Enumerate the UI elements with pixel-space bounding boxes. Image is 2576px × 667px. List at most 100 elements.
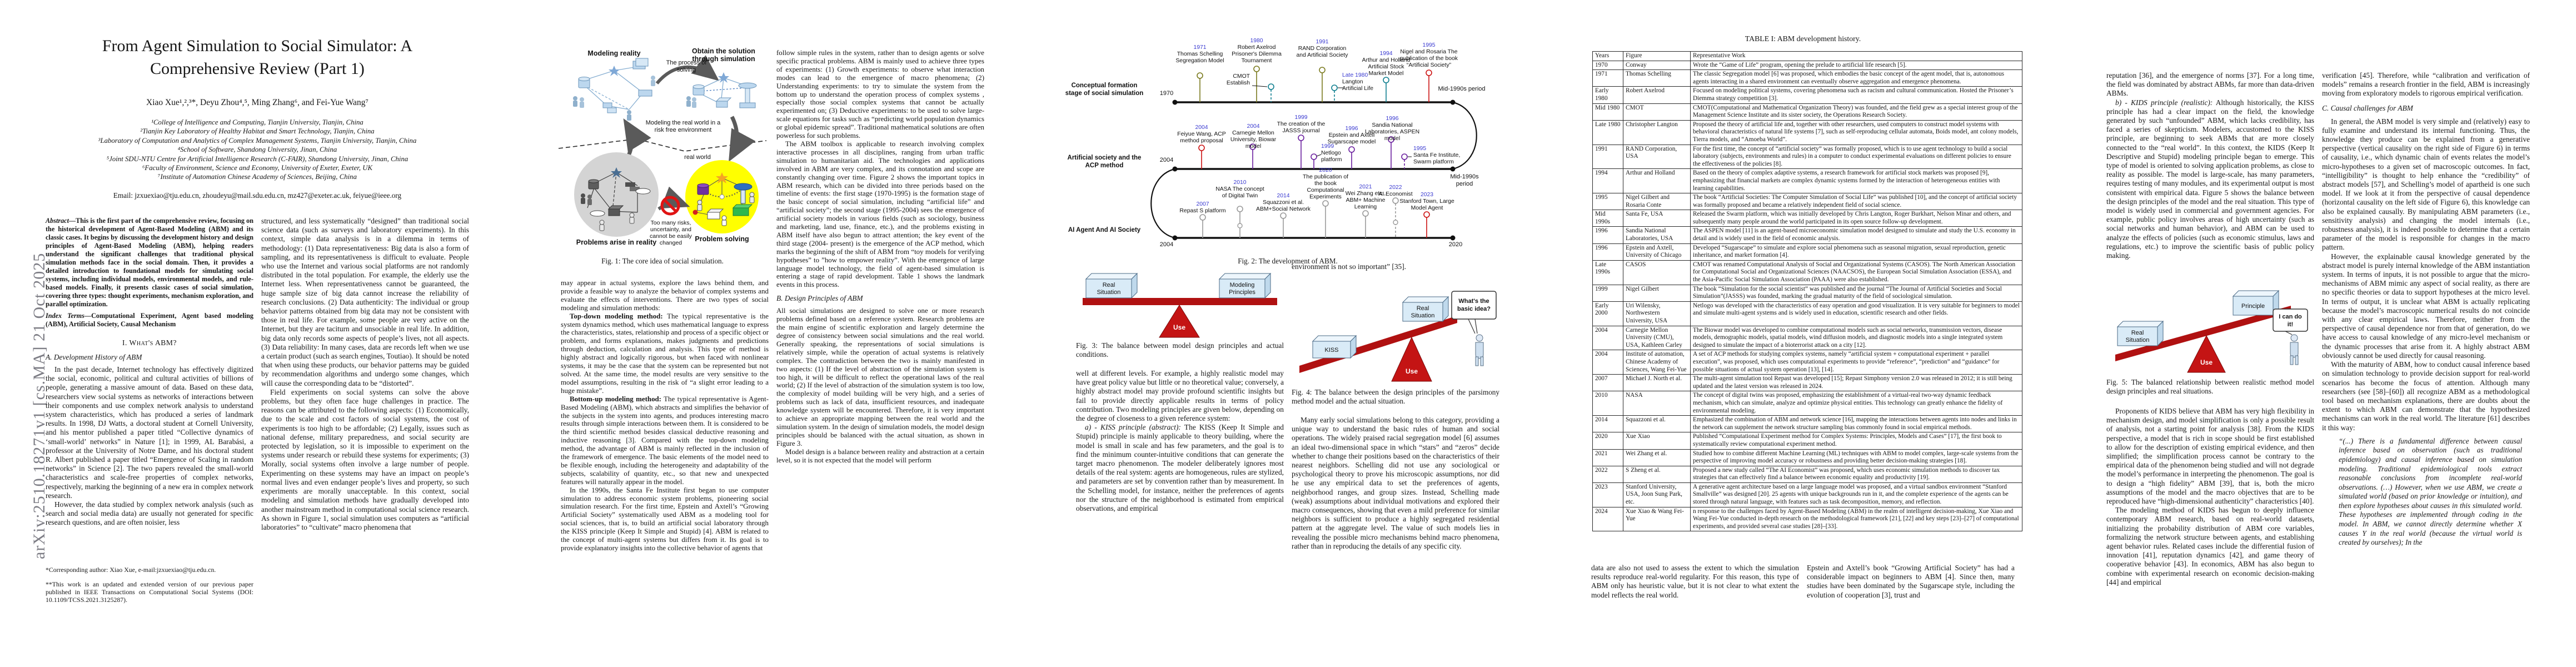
figure-1-drawing: Modeling reality Obtain the solution thr… <box>558 47 767 246</box>
topdown-text: The typical representative is the system… <box>561 312 769 395</box>
svg-text:it!: it! <box>2288 321 2293 328</box>
table-cell: Santa Fe, USA <box>1623 210 1691 227</box>
table-cell: 1994 <box>1592 168 1623 194</box>
table-cell: n response to the challenges faced by Ag… <box>1690 506 2022 532</box>
paragraph: In the past decade, Internet technology … <box>46 365 253 500</box>
real-world-divider <box>558 138 767 152</box>
paragraph: b) - KIDS principle (realistic): Althoug… <box>2106 98 2314 261</box>
table-cell: Thomas Schelling <box>1623 69 1691 87</box>
table-cell: S Zheng et al. <box>1623 465 1691 483</box>
table-cell: 2014 <box>1592 415 1623 433</box>
svg-text:I can do: I can do <box>2279 313 2302 320</box>
timeline-row1-label: Conceptual formation stage of social sim… <box>1065 82 1144 97</box>
index-terms-label: Index Terms— <box>46 312 92 320</box>
paragraph: data are also not used to assess the ext… <box>1591 564 1799 599</box>
person-icon <box>2290 334 2299 365</box>
fig1-label-obtain-2: through simulation <box>692 55 755 63</box>
fig1-label-solving: Problem solving <box>695 235 749 243</box>
balance-beam-tilted <box>2115 306 2291 361</box>
fulcrum-label: Use <box>1173 323 1185 331</box>
figure-3: Real Situation Modeling Principles Use <box>1076 270 1284 338</box>
p4-right-column: Epstein and Axtell’s book “Growing Artif… <box>1807 564 2015 600</box>
table-cell: Emphasized the combination of ABM and ne… <box>1690 415 2022 433</box>
table-cell: Netlogo was developed with the character… <box>1690 301 2022 326</box>
paragraph: With the maturity of ABM, how to conduct… <box>2322 360 2530 432</box>
no-entry-icon <box>660 196 680 216</box>
table-cell: CMOT was renamed Computational Analysis … <box>1690 260 2022 285</box>
index-terms: Index Terms—Computational Experiment, Ag… <box>46 312 253 328</box>
kiss-text: The KISS (Keep It Simple and Stupid) pri… <box>1076 423 1284 513</box>
table-cell: NASA <box>1623 391 1691 416</box>
timeline-row2-end: Mid-1990s period <box>1450 173 1479 187</box>
timeline-row2-stems <box>1198 135 1412 169</box>
box-modeling-principles: Modeling Principles <box>1218 272 1272 299</box>
timeline-row3-stems <box>1199 197 1430 238</box>
figure-5-caption: Fig. 5: The balanced relationship betwee… <box>2106 378 2314 395</box>
table-cell: 2020 <box>1592 432 1623 450</box>
fig1-label-riskfree-1: Modeling the real world in a <box>646 120 721 126</box>
svg-text:What's the: What's the <box>1458 298 1489 305</box>
box-kiss: KISS <box>1312 335 1357 359</box>
table-cell: Robert Axelrod <box>1623 86 1691 104</box>
table-cell: Conway <box>1623 60 1691 71</box>
table-cell: Published “Computational Experiment meth… <box>1690 432 2022 450</box>
affiliation: ³Laboratory of Computation and Analytics… <box>98 136 417 145</box>
fulcrum-label: Use <box>2200 359 2213 366</box>
table-cell: Wei Zhang et al. <box>1623 449 1691 466</box>
p2-left-column: may appear in actual systems, explore th… <box>561 279 769 552</box>
figure-3-caption: Fig. 3: The balance between model design… <box>1076 341 1284 359</box>
timeline-row1-stems <box>1197 66 1432 102</box>
svg-text:Real: Real <box>1417 305 1429 312</box>
table-cell: Proposed a new study called “The AI Econ… <box>1690 465 2022 483</box>
figure-4-caption: Fig. 4: The balance between the design p… <box>1292 388 1499 405</box>
table-cell: CASOS <box>1623 260 1691 285</box>
table-cell: 2007 <box>1592 374 1623 392</box>
table-cell: Epstein and Axtell, University of Chicag… <box>1623 243 1691 261</box>
affiliation: ¹College of Intelligence and Computing, … <box>151 118 363 126</box>
paragraph: All social simulations are designed to s… <box>776 307 984 447</box>
p3-right-column-top: environment is not so important” [35]. <box>1292 262 1499 271</box>
table-1-caption: TABLE I: ABM development history. <box>1745 34 1861 43</box>
svg-text:Real: Real <box>1103 282 1115 288</box>
balance-beam <box>1083 298 1277 305</box>
table-cell: Studied how to combine different Machine… <box>1690 449 2022 466</box>
fig1-label-problems: Problems arise in reality <box>576 238 657 246</box>
section-heading-1: I. What's ABM? <box>122 339 177 347</box>
table-cell: Sandia National Laboratories, USA <box>1623 226 1691 244</box>
balance-beam-tilted <box>1299 316 1457 373</box>
figure-2-caption: Fig. 2: The development of ABM. <box>1238 257 1338 265</box>
figure-2: Conceptual formation stage of social sim… <box>1061 20 1489 252</box>
affiliation: ⁷Institute of Automation Chinese Academy… <box>158 173 357 181</box>
fulcrum-triangle <box>1391 336 1432 382</box>
solving-arrow <box>655 55 720 84</box>
table-cell: 1996 <box>1592 226 1623 244</box>
table-cell: 1996 <box>1592 243 1623 261</box>
table-cell: 2022 <box>1592 465 1623 483</box>
email-line: Email: jzxuexiao@tju.edu.cn, zhoudeyu@ma… <box>113 191 402 200</box>
fig1-label-riskfree-2: risk free environment <box>655 127 712 133</box>
svg-text:Principles: Principles <box>1229 289 1255 296</box>
table-cell: Nigel Gilbert and Rosaria Conte <box>1623 193 1691 211</box>
paragraph: Many early social simulations belong to … <box>1292 416 1499 550</box>
table-cell: Arthur and Holland <box>1623 168 1691 194</box>
model-network-icon <box>584 66 644 110</box>
reality-network-lines <box>587 172 638 213</box>
table-cell: Christopher Langton <box>1623 120 1691 145</box>
table-cell: Released the Swarm platform, which was i… <box>1690 210 2022 227</box>
footnote-2: **This work is an updated and extended v… <box>46 580 253 604</box>
